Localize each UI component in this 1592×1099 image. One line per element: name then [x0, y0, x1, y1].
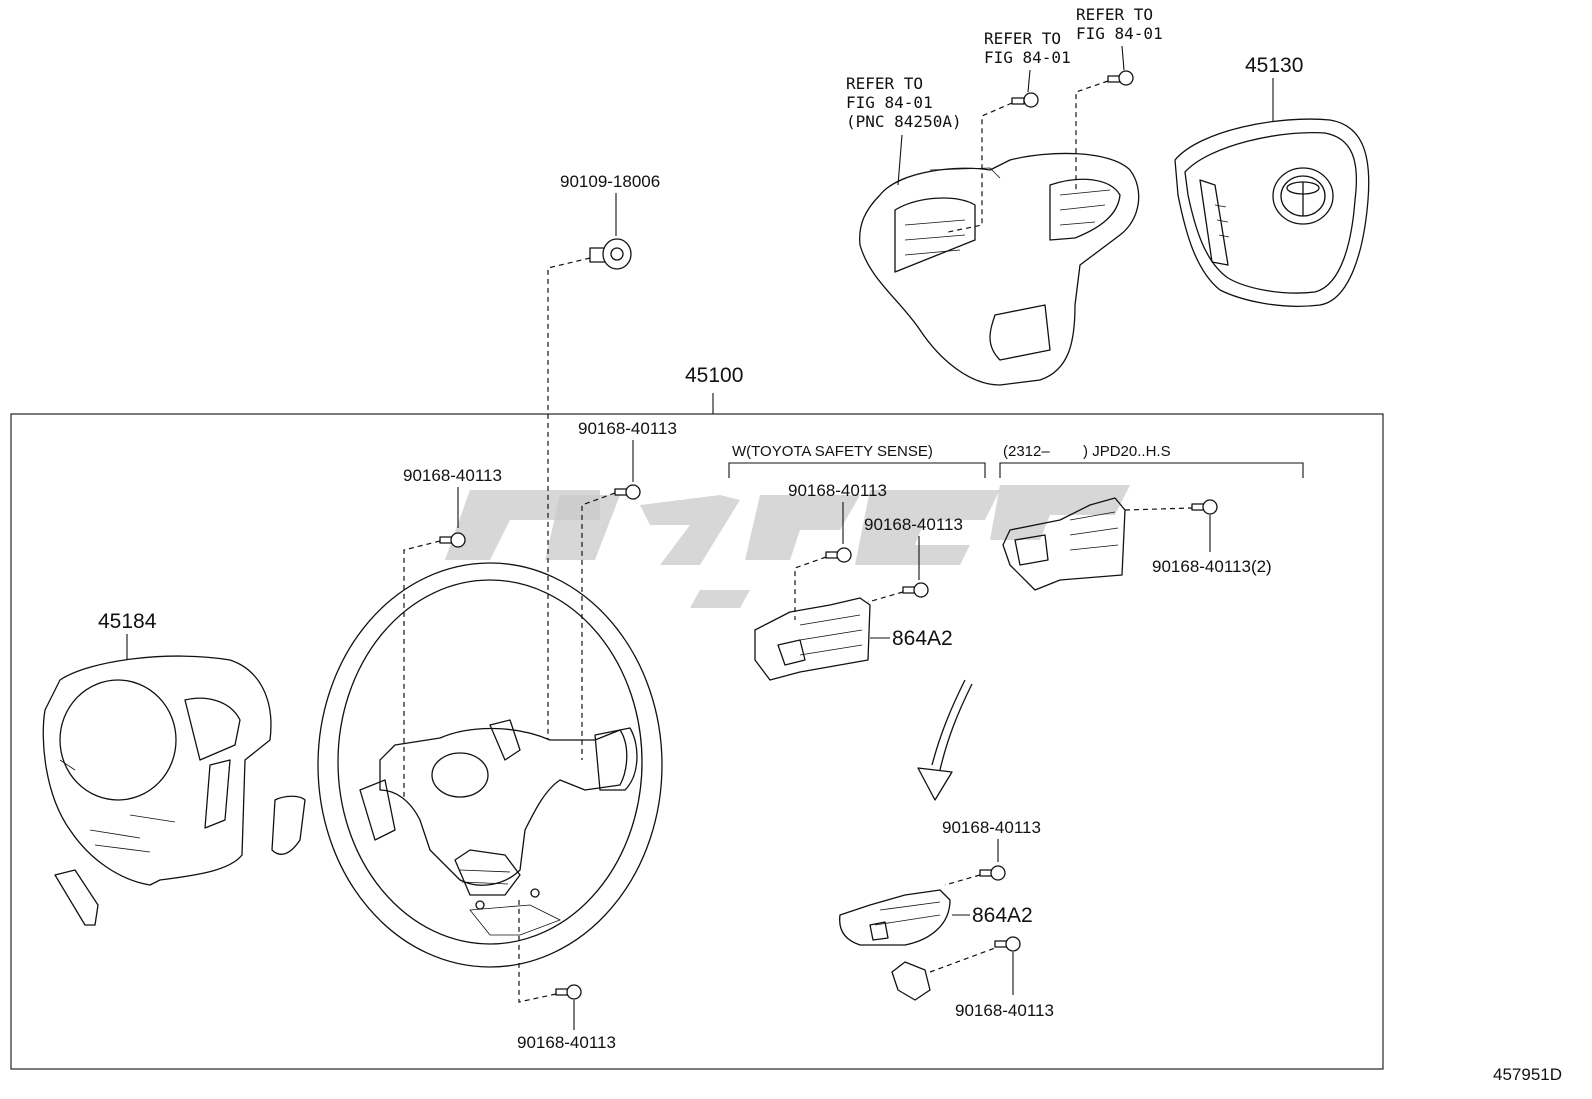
airbag-part-number: 45130: [1245, 54, 1303, 77]
refer-middle-line2: FIG 84-01: [984, 48, 1071, 67]
jpd-screw: [1191, 499, 1218, 515]
tss-screw-1: [825, 547, 852, 563]
condition-safety-sense: W(TOYOTA SAFETY SENSE): [732, 443, 933, 460]
refer-left-line1: REFER TO: [846, 74, 923, 93]
screw-bottom-part-number: 90168-40113: [517, 1033, 616, 1052]
refer-right-line2: FIG 84-01: [1076, 24, 1163, 43]
main-assembly-number: 45100: [685, 364, 743, 387]
lower-cover: [42, 655, 306, 926]
top-bolt-part-number: 90109-18006: [560, 172, 660, 191]
jpd-switch: [1002, 497, 1126, 591]
tss-screw-1-part-number: 90168-40113: [788, 481, 887, 500]
refer-right-line1: REFER TO: [1076, 5, 1153, 24]
refer-screw-right: [1107, 70, 1134, 86]
refer-left-line3: (PNC 84250A): [846, 112, 962, 131]
lower-screw-bottom-part-number: 90168-40113: [955, 1001, 1054, 1020]
switch-bezel-top: [859, 152, 1140, 386]
airbag-module: [1174, 118, 1370, 307]
assembly-frame: [10, 413, 1384, 1070]
screw-center: [614, 484, 641, 500]
tss-screw-2: [902, 582, 929, 598]
lower-screw-bottom: [994, 936, 1021, 952]
refer-left-line2: FIG 84-01: [846, 93, 933, 112]
tss-screw-2-part-number: 90168-40113: [864, 515, 963, 534]
lower-screw-top: [979, 865, 1006, 881]
curved-arrow: [917, 679, 973, 801]
tss-switch: [754, 597, 871, 681]
tss-switch-part-number: 864A2: [892, 627, 953, 650]
condition-date-range: (2312– ) JPD20..H.S: [1003, 443, 1171, 460]
lower-switch: [839, 889, 951, 946]
screw-center-part-number: 90168-40113: [578, 419, 677, 438]
top-bolt: [589, 238, 632, 270]
refer-screw-middle: [1011, 92, 1039, 108]
steering-wheel: [317, 562, 663, 968]
lower-clip: [891, 961, 931, 1001]
screw-bottom: [555, 984, 582, 1000]
lower-switch-part-number: 864A2: [972, 904, 1033, 927]
cover-part-number: 45184: [98, 610, 157, 633]
jpd-screw-part-number: 90168-40113(2): [1152, 557, 1272, 576]
screw-left: [439, 532, 466, 548]
diagram-code: 457951D: [1493, 1065, 1562, 1084]
screw-left-part-number: 90168-40113: [403, 466, 502, 485]
lower-screw-top-part-number: 90168-40113: [942, 818, 1041, 837]
refer-middle-line1: REFER TO: [984, 29, 1061, 48]
